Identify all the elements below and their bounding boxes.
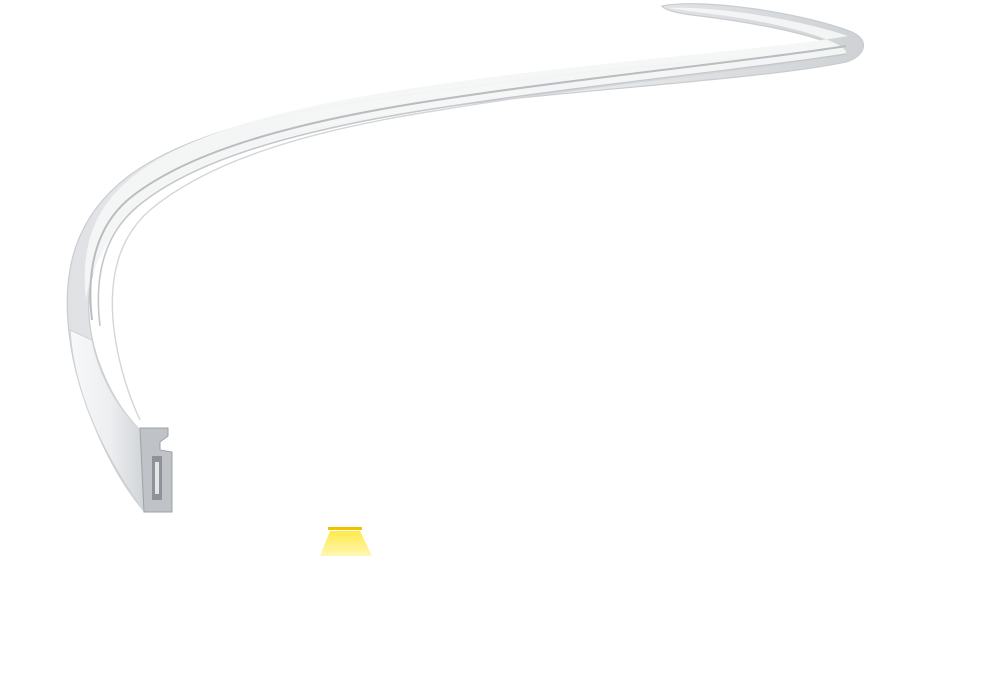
strip-groove-upper [89,45,847,321]
strip-end-cap [139,427,173,513]
strip-outer-body [66,3,864,512]
led-strip [66,3,864,512]
strip-groove-lower [97,53,847,327]
end-cap-slot-inner [155,462,159,494]
strip-groove-inner [111,59,821,421]
light-beam-icon [320,527,372,556]
strip-side-face [69,329,144,512]
strip-top-highlight [84,7,849,301]
